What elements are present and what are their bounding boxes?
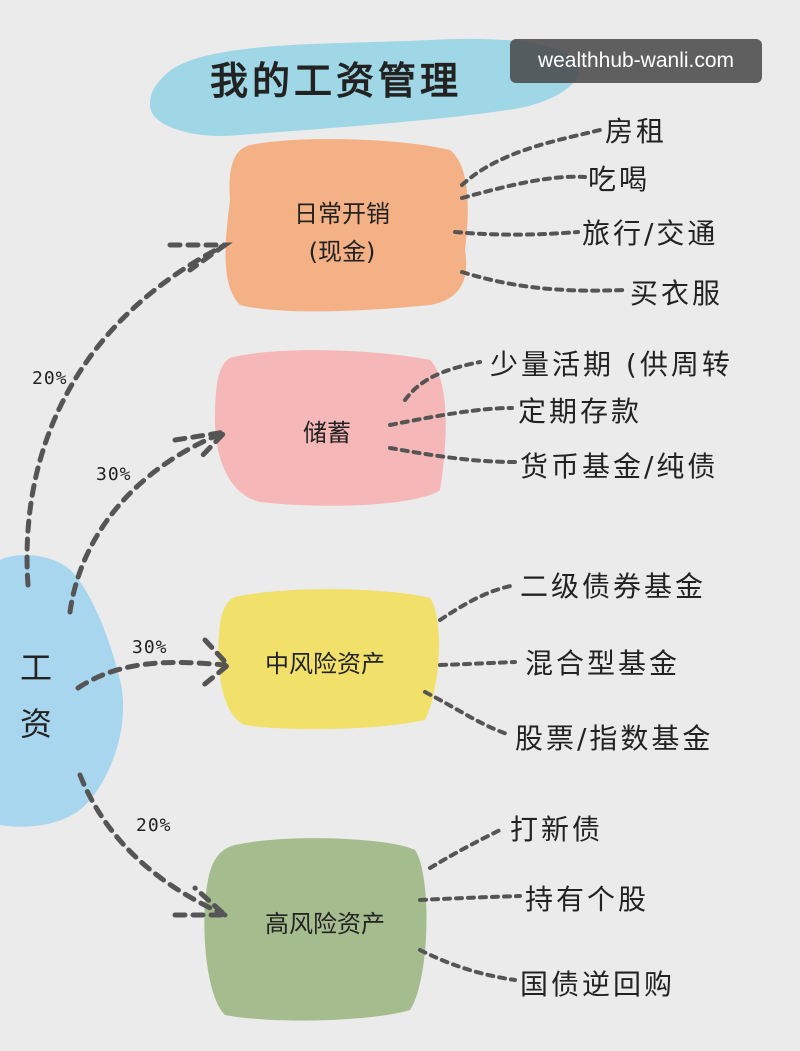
node-daily-line-2: (现金) — [308, 238, 376, 266]
leaf-hybrid-fund: 混合型基金 — [525, 647, 681, 680]
leaf-clothes: 买衣服 — [630, 277, 724, 310]
node-savings: 储蓄 — [303, 419, 351, 447]
percent-savings: 30% — [96, 464, 132, 485]
leaf-connectors — [388, 128, 627, 982]
node-high: 高风险资产 — [265, 910, 385, 938]
percent-high: 20% — [136, 815, 172, 836]
root-blob — [0, 555, 124, 827]
arrow-to-daily — [24, 242, 228, 588]
percent-medium: 30% — [132, 637, 168, 658]
watermark: wealthhub-wanli.com — [510, 39, 762, 83]
leaf-rent: 房租 — [605, 115, 668, 148]
leaf-bond-fund: 二级债券基金 — [520, 570, 707, 603]
leaf-new-bonds: 打新债 — [510, 813, 604, 846]
leaf-food: 吃喝 — [588, 163, 651, 196]
leaf-fixed-deposit: 定期存款 — [518, 395, 643, 428]
leaf-individual-stocks: 持有个股 — [525, 883, 650, 916]
node-daily-line-1: 日常开销 — [294, 200, 390, 228]
root-label-1: 工 — [19, 649, 52, 687]
page-title: 我的工资管理 — [210, 59, 463, 103]
leaf-money-fund: 货币基金/纯债 — [520, 450, 719, 483]
node-medium: 中风险资产 — [265, 650, 385, 678]
savings-blob — [215, 350, 446, 506]
leaf-demand-deposit: 少量活期 (供周转 — [490, 348, 733, 381]
title-highlight — [150, 38, 579, 136]
leaf-travel: 旅行/交通 — [582, 217, 719, 250]
arrow-to-medium — [75, 659, 228, 691]
high-blob — [204, 838, 427, 1021]
medium-blob — [218, 589, 440, 730]
percent-daily: 20% — [32, 368, 68, 389]
root-label-2: 资 — [19, 705, 52, 743]
daily-blob — [225, 138, 468, 312]
arrow-to-savings — [67, 429, 228, 615]
branch-arrows — [24, 242, 233, 918]
leaf-stock-index-fund: 股票/指数基金 — [515, 722, 714, 755]
root-node: 工 资 — [16, 640, 56, 752]
node-daily: 日常开销 (现金) — [262, 195, 422, 271]
leaf-treasury-repo: 国债逆回购 — [520, 968, 676, 1001]
arrow-to-high — [77, 772, 228, 918]
